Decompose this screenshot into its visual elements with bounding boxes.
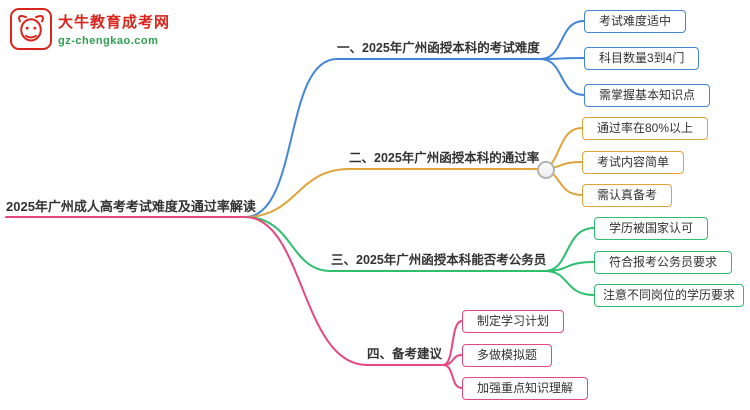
- connector-root-branch4: [244, 216, 368, 366]
- connector-root-branch2: [244, 168, 350, 218]
- branch4-leaf-2[interactable]: 加强重点知识理解: [462, 377, 589, 400]
- branch2-collapse-handle[interactable]: [537, 161, 555, 179]
- branch1-leaf-2[interactable]: 需掌握基本知识点: [584, 84, 711, 107]
- logo-domain: gz-chengkao.com: [58, 35, 159, 47]
- connector-branch1-child0: [539, 20, 585, 60]
- connector-root-branch3: [244, 216, 332, 272]
- connector-branch4-child2: [442, 364, 463, 389]
- branch2-leaf-0[interactable]: 通过率在80%以上: [582, 117, 709, 140]
- branch2-node[interactable]: 二、2025年广州函授本科的通过率: [349, 151, 540, 165]
- branch4-leaf-0[interactable]: 制定学习计划: [462, 310, 565, 333]
- branch2-leaf-2[interactable]: 需认真备考: [582, 184, 673, 207]
- connector-branch3-child2: [544, 270, 595, 296]
- branch1-leaf-1[interactable]: 科目数量3到4门: [584, 47, 700, 70]
- root-node[interactable]: 2025年广州成人高考考试难度及通过率解读: [6, 199, 256, 214]
- branch1-leaf-0[interactable]: 考试难度适中: [584, 10, 687, 33]
- bull-glyph: [18, 15, 44, 42]
- logo-text-block: 大牛教育成考网 gz-chengkao.com: [58, 11, 170, 47]
- connector-branch1-child2: [539, 58, 585, 96]
- connector-root-branch1: [244, 58, 338, 218]
- site-logo: 大牛教育成考网 gz-chengkao.com: [10, 8, 170, 50]
- branch4-leaf-1[interactable]: 多做模拟题: [462, 344, 553, 367]
- connector-branch4-child0: [442, 320, 463, 366]
- branch3-leaf-2[interactable]: 注意不同岗位的学历要求: [594, 284, 745, 307]
- branch1-node[interactable]: 一、2025年广州函授本科的考试难度: [337, 41, 540, 55]
- branch3-leaf-0[interactable]: 学历被国家认可: [594, 217, 709, 240]
- connector-branch3-child1: [544, 261, 595, 272]
- connector-branch3-child0: [544, 227, 595, 272]
- branch4-node[interactable]: 四、备考建议: [367, 347, 443, 361]
- branch3-node[interactable]: 三、2025年广州函授本科能否考公务员: [331, 253, 547, 267]
- branch2-leaf-1[interactable]: 考试内容简单: [582, 151, 685, 174]
- bull-logo-icon: [10, 8, 52, 50]
- connector-branch1-child1: [539, 57, 585, 60]
- branch3-leaf-1[interactable]: 符合报考公务员要求: [594, 251, 733, 274]
- logo-brand-name: 大牛教育成考网: [58, 14, 171, 31]
